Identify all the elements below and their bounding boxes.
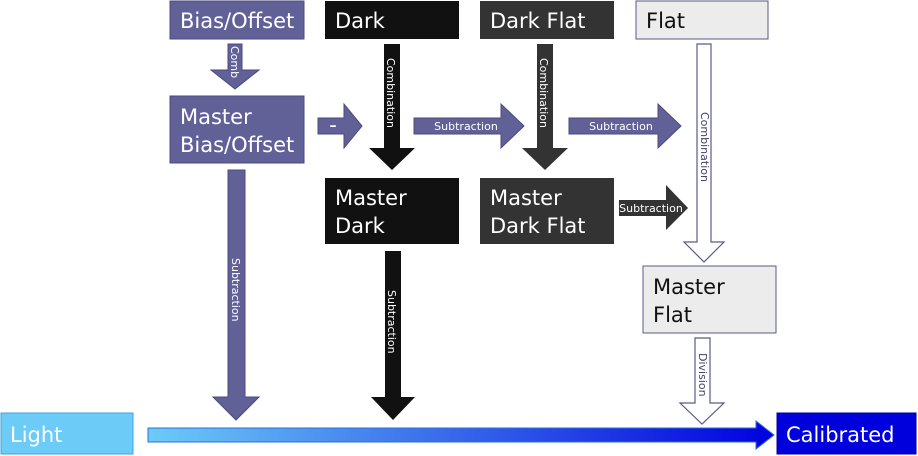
node-master-dark-line2: Dark bbox=[335, 214, 386, 238]
arrow-darkflat-subtraction-h: Subtraction bbox=[568, 102, 682, 150]
node-light-label: Light bbox=[10, 423, 62, 447]
arrow-dark-subtraction-h: Subtraction bbox=[413, 102, 525, 150]
node-dark-flat-label: Dark Flat bbox=[490, 9, 586, 33]
arrow-flat-division: Division bbox=[678, 337, 726, 425]
label-comb: Comb bbox=[228, 46, 241, 78]
arrow-masterdarkflat-subtraction: Subtraction bbox=[619, 185, 688, 230]
node-master-dark-flat-line1: Master bbox=[490, 186, 562, 210]
node-master-flat-line2: Flat bbox=[653, 303, 692, 327]
label-dark-subtraction-v: Subtraction bbox=[385, 290, 398, 354]
label-darkflat-combination: Combination bbox=[537, 58, 550, 128]
arrow-dark-subtraction-v: Subtraction bbox=[371, 251, 415, 420]
arrow-light-calibrated bbox=[147, 419, 775, 451]
node-flat: Flat bbox=[635, 0, 769, 40]
arrow-flat-combination: Combination bbox=[682, 43, 726, 263]
label-darkflat-subtraction-h: Subtraction bbox=[589, 120, 653, 133]
arrow-dark-combination: Combination bbox=[369, 44, 415, 170]
node-master-flat-line1: Master bbox=[653, 275, 725, 299]
label-dark-subtraction-h: Subtraction bbox=[434, 120, 498, 133]
node-master-bias-offset: Master Bias/Offset bbox=[169, 95, 305, 164]
node-calibrated: Calibrated bbox=[776, 412, 917, 455]
node-master-dark-flat: Master Dark Flat bbox=[480, 178, 614, 244]
node-master-dark-line1: Master bbox=[335, 186, 407, 210]
node-master-flat: Master Flat bbox=[642, 265, 777, 334]
node-dark: Dark bbox=[325, 1, 459, 39]
node-dark-label: Dark bbox=[335, 9, 386, 33]
arrow-bias-comb: Comb bbox=[209, 43, 261, 90]
label-bias-subtraction-v: Subtraction bbox=[229, 258, 242, 322]
label-masterdarkflat-subtraction: Subtraction bbox=[619, 202, 683, 215]
node-dark-flat: Dark Flat bbox=[480, 1, 614, 39]
node-flat-label: Flat bbox=[646, 9, 685, 33]
node-bias-offset-label: Bias/Offset bbox=[180, 9, 294, 33]
node-master-bias-offset-line1: Master bbox=[180, 105, 252, 129]
node-master-bias-offset-line2: Bias/Offset bbox=[180, 133, 294, 157]
node-master-dark: Master Dark bbox=[325, 178, 459, 244]
label-flat-division: Division bbox=[696, 353, 709, 397]
node-calibrated-label: Calibrated bbox=[786, 423, 895, 447]
label-dark-combination: Combination bbox=[384, 58, 397, 128]
arrow-bias-minus: - bbox=[317, 102, 363, 150]
node-bias-offset: Bias/Offset bbox=[169, 0, 305, 40]
node-master-dark-flat-line2: Dark Flat bbox=[490, 214, 586, 238]
arrow-darkflat-combination: Combination bbox=[522, 44, 568, 170]
label-bias-minus: - bbox=[329, 113, 337, 137]
label-flat-combination: Combination bbox=[698, 112, 711, 182]
arrow-bias-subtraction-v: Subtraction bbox=[211, 169, 261, 421]
node-light: Light bbox=[0, 412, 134, 455]
